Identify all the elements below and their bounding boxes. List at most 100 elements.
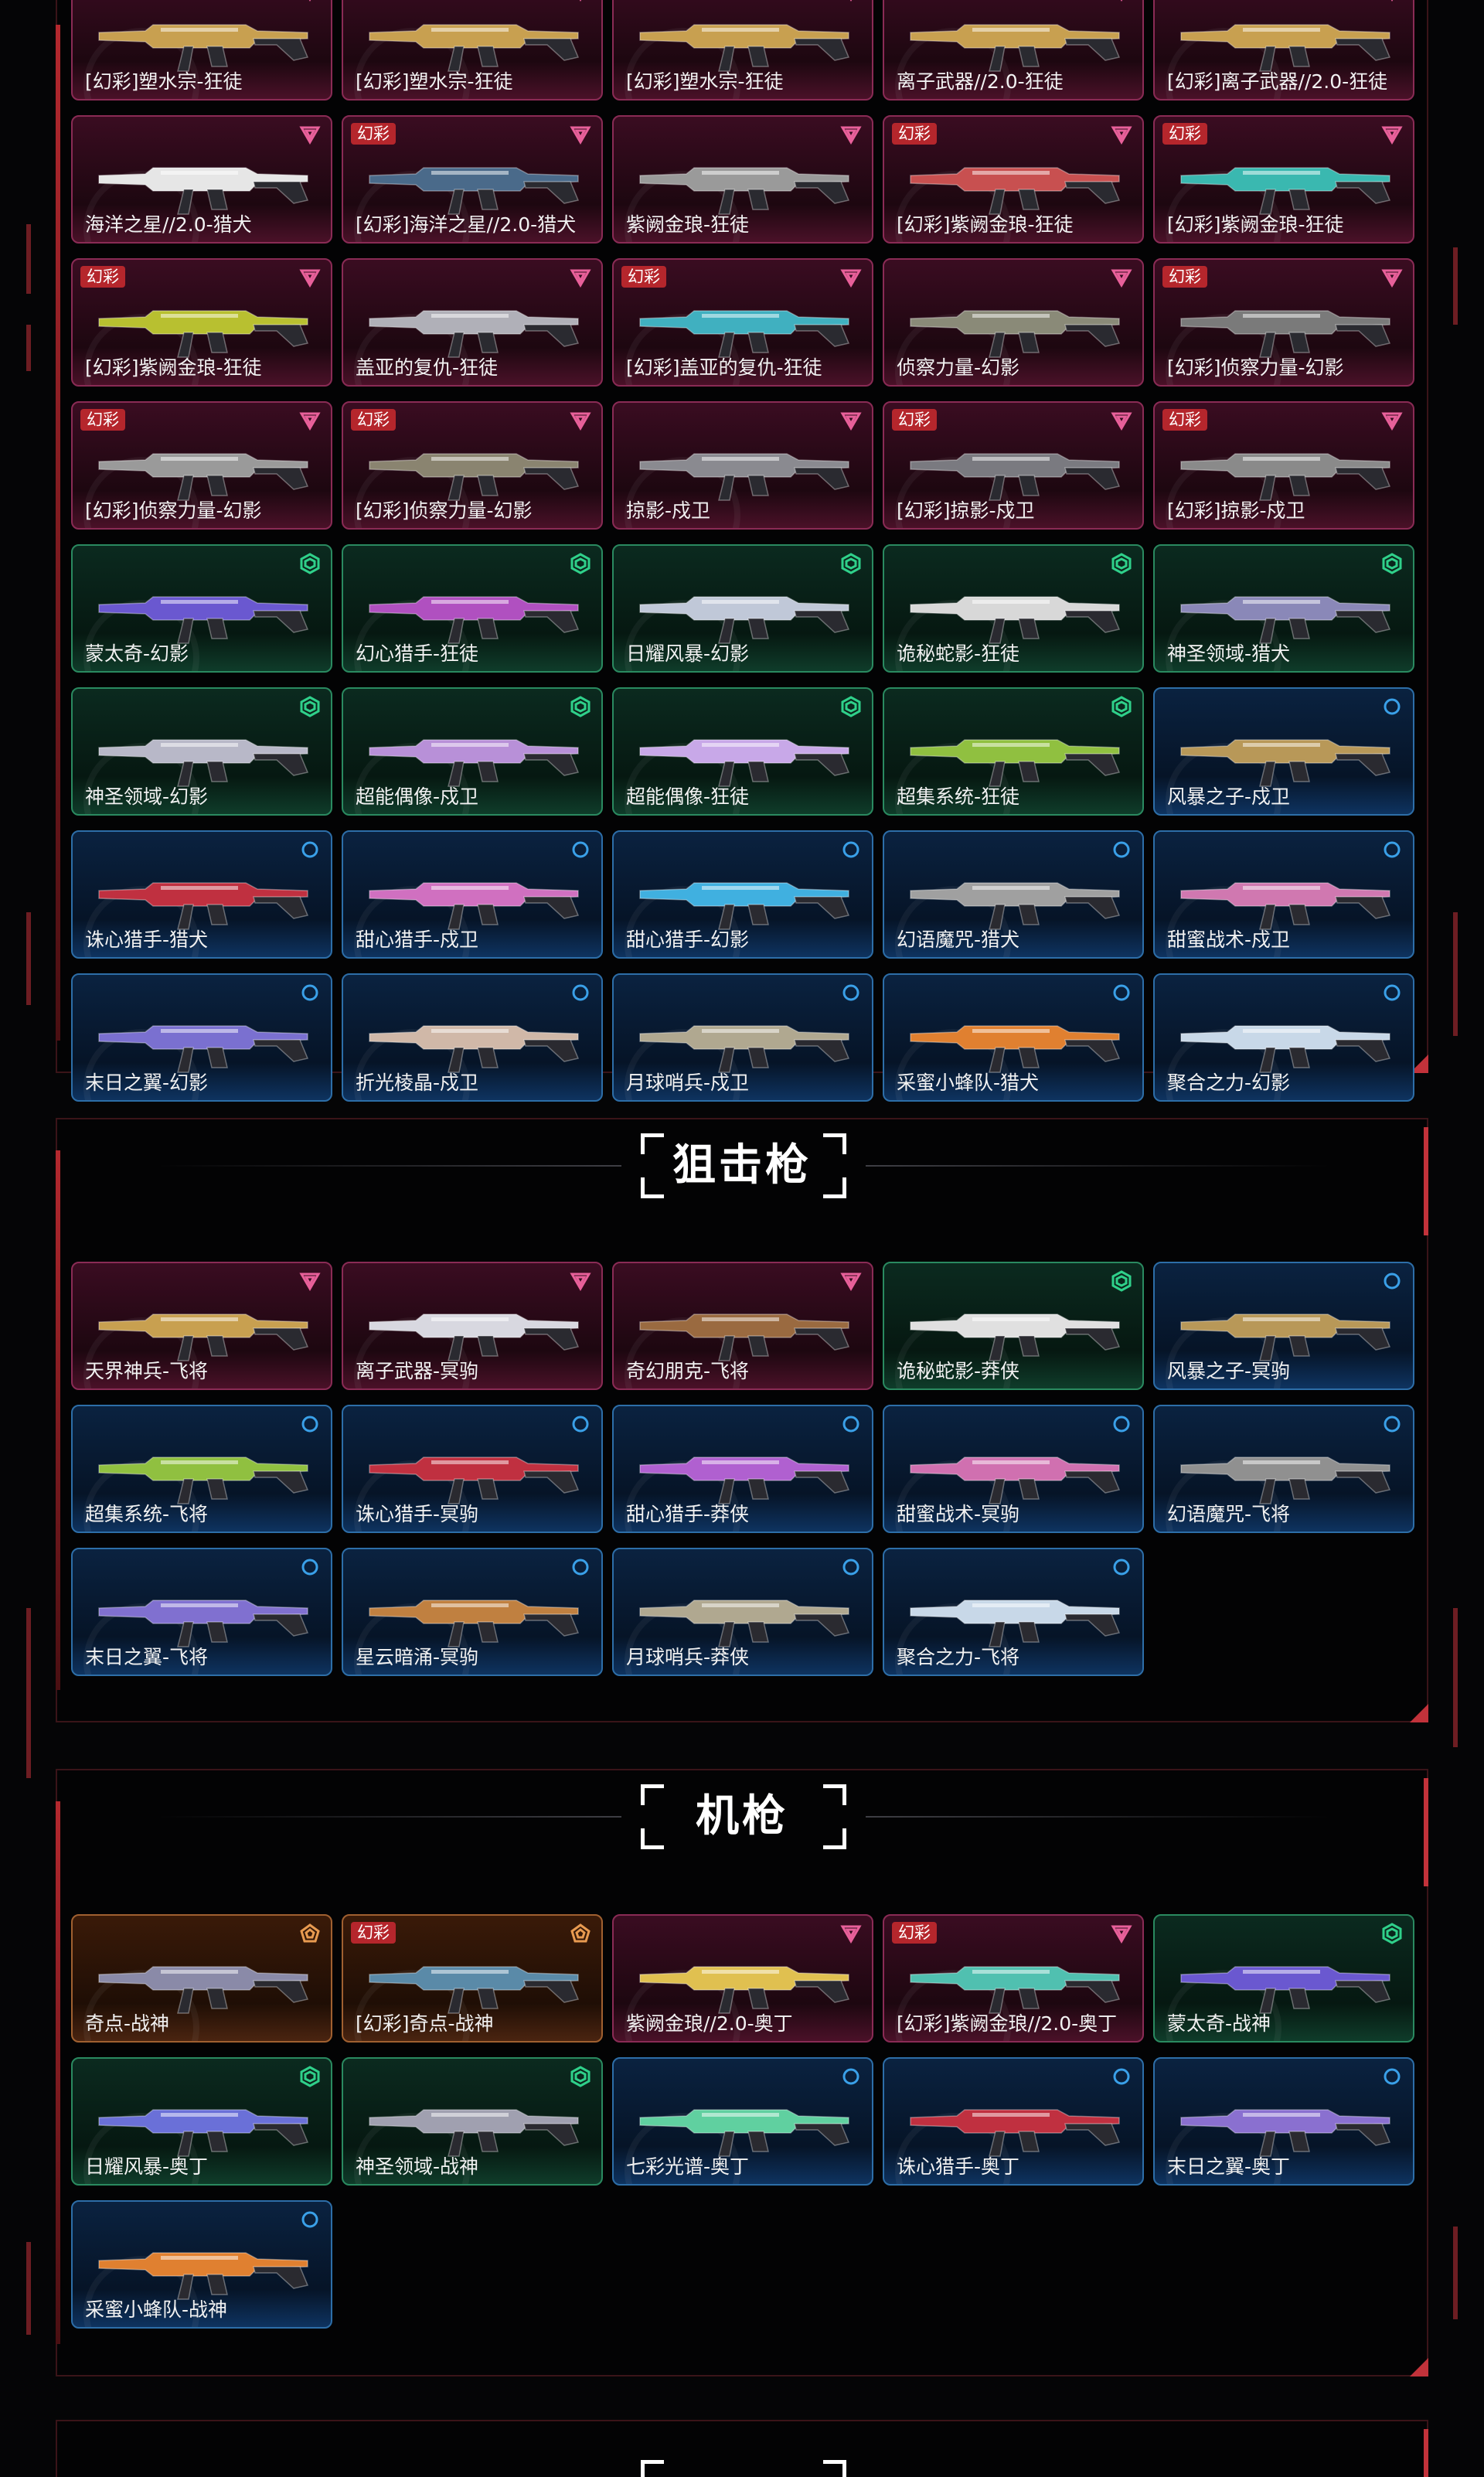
skin-card[interactable]: 幻彩[幻彩]奇点-战神 xyxy=(342,1914,603,2043)
skin-card[interactable]: [幻彩]离子武器//2.0-狂徒 xyxy=(1153,0,1414,101)
skin-card[interactable]: [幻彩]塑水宗-狂徒 xyxy=(342,0,603,101)
skin-card[interactable]: 七彩光谱-奥丁 xyxy=(612,2057,873,2186)
skin-card[interactable]: 甜蜜战术-冥驹 xyxy=(883,1405,1144,1533)
skin-name: 蒙太奇-战神 xyxy=(1167,2012,1271,2035)
skin-card[interactable]: 离子武器-冥驹 xyxy=(342,1262,603,1390)
skin-card[interactable]: 神圣领域-猎犬 xyxy=(1153,544,1414,673)
skin-card[interactable]: 蒙太奇-幻影 xyxy=(71,544,332,673)
weapon-skin-image xyxy=(1180,1025,1391,1073)
hexagon-icon xyxy=(300,553,320,574)
skin-card[interactable]: 超集系统-飞将 xyxy=(71,1405,332,1533)
skin-card[interactable]: 掠影-戍卫 xyxy=(612,401,873,530)
skin-card[interactable]: 离子武器//2.0-狂徒 xyxy=(883,0,1144,101)
skin-card[interactable]: 幻语魔咒-飞将 xyxy=(1153,1405,1414,1533)
skin-card[interactable]: [幻彩]塑水宗-狂徒 xyxy=(71,0,332,101)
skin-card[interactable]: 紫阙金琅//2.0-奥丁 xyxy=(612,1914,873,2043)
skin-card[interactable]: 幻彩[幻彩]盖亚的复仇-狂徒 xyxy=(612,258,873,387)
triangle-icon xyxy=(840,412,862,431)
weapon-skin-image xyxy=(910,1025,1121,1073)
skin-name: 天界神兵-飞将 xyxy=(85,1360,209,1382)
skin-name: 幻语魔咒-飞将 xyxy=(1167,1503,1291,1525)
skin-card[interactable]: 超集系统-狂徒 xyxy=(883,687,1144,816)
skin-card[interactable]: 超能偶像-狂徒 xyxy=(612,687,873,816)
skin-card[interactable]: 聚合之力-幻影 xyxy=(1153,973,1414,1102)
skin-card[interactable]: 末日之翼-奥丁 xyxy=(1153,2057,1414,2186)
skin-card[interactable]: 奇点-战神 xyxy=(71,1914,332,2043)
skin-card[interactable]: 神圣领域-幻影 xyxy=(71,687,332,816)
skin-card[interactable]: 幻彩[幻彩]侦察力量-幻影 xyxy=(71,401,332,530)
triangle-icon xyxy=(1381,412,1403,431)
skin-card[interactable]: 盖亚的复仇-狂徒 xyxy=(342,258,603,387)
skin-card[interactable]: 紫阙金琅-狂徒 xyxy=(612,115,873,244)
skin-name: 聚合之力-飞将 xyxy=(897,1646,1020,1668)
skin-card[interactable]: 月球哨兵-莽侠 xyxy=(612,1548,873,1676)
skin-name: [幻彩]紫阙金琅-狂徒 xyxy=(85,356,262,379)
skin-card[interactable]: 幻语魔咒-猎犬 xyxy=(883,830,1144,959)
skin-card[interactable]: 诛心猎手-冥驹 xyxy=(342,1405,603,1533)
skin-card[interactable]: 奇幻朋克-飞将 xyxy=(612,1262,873,1390)
skin-card[interactable]: 幻彩[幻彩]侦察力量-幻影 xyxy=(1153,258,1414,387)
skin-card[interactable]: 神圣领域-战神 xyxy=(342,2057,603,2186)
weapon-skin-image xyxy=(639,453,850,501)
circle-icon xyxy=(572,1559,589,1576)
skin-name: [幻彩]离子武器//2.0-狂徒 xyxy=(1167,70,1388,93)
skin-card[interactable]: 侦察力量-幻影 xyxy=(883,258,1144,387)
chroma-badge: 幻彩 xyxy=(80,409,125,431)
skin-card[interactable]: 星云暗涌-冥驹 xyxy=(342,1548,603,1676)
skin-card[interactable]: 风暴之子-戍卫 xyxy=(1153,687,1414,816)
skin-card[interactable]: 诡秘蛇影-狂徒 xyxy=(883,544,1144,673)
skin-card[interactable]: 幻彩[幻彩]紫阙金琅//2.0-奥丁 xyxy=(883,1914,1144,2043)
triangle-icon xyxy=(1381,269,1403,288)
chroma-badge: 幻彩 xyxy=(1162,266,1207,288)
skin-card[interactable]: 甜心猎手-幻影 xyxy=(612,830,873,959)
skin-card[interactable]: 幻彩[幻彩]掠影-戍卫 xyxy=(1153,401,1414,530)
skin-name: 诛心猎手-冥驹 xyxy=(356,1503,479,1525)
triangle-icon xyxy=(1111,1925,1132,1944)
skin-card[interactable]: 幻彩[幻彩]海洋之星//2.0-猎犬 xyxy=(342,115,603,244)
skin-card[interactable]: 幻彩[幻彩]侦察力量-幻影 xyxy=(342,401,603,530)
triangle-icon xyxy=(308,0,311,2)
skin-card[interactable]: 幻彩[幻彩]紫阙金琅-狂徒 xyxy=(883,115,1144,244)
skin-card[interactable]: 风暴之子-冥驹 xyxy=(1153,1262,1414,1390)
skin-card[interactable]: 幻彩[幻彩]紫阙金琅-狂徒 xyxy=(1153,115,1414,244)
skin-card[interactable]: 海洋之星//2.0-猎犬 xyxy=(71,115,332,244)
skin-card[interactable]: 聚合之力-飞将 xyxy=(883,1548,1144,1676)
weapon-skin-image xyxy=(98,1025,309,1073)
circle-icon xyxy=(301,1416,318,1433)
skin-name: 神圣领域-猎犬 xyxy=(1167,642,1291,665)
triangle-icon xyxy=(299,126,321,145)
skin-card[interactable]: 幻彩 [幻彩]紫阙金琅-狂徒 xyxy=(71,258,332,387)
chroma-badge: 幻彩 xyxy=(621,266,666,288)
skin-card[interactable]: 诛心猎手-猎犬 xyxy=(71,830,332,959)
skin-card[interactable]: 蒙太奇-战神 xyxy=(1153,1914,1414,2043)
skin-card[interactable]: 采蜜小蜂队-战神 xyxy=(71,2200,332,2329)
skin-card[interactable]: 折光棱晶-戍卫 xyxy=(342,973,603,1102)
skin-card[interactable]: 甜心猎手-莽侠 xyxy=(612,1405,873,1533)
skin-name: 诛心猎手-猎犬 xyxy=(85,928,209,951)
skin-card[interactable]: 月球哨兵-戍卫 xyxy=(612,973,873,1102)
weapon-skin-image xyxy=(639,1313,850,1361)
skin-card[interactable]: 超能偶像-戍卫 xyxy=(342,687,603,816)
weapon-skin-image xyxy=(98,2252,309,2300)
triangle-icon xyxy=(299,269,321,288)
skin-card[interactable]: 末日之翼-飞将 xyxy=(71,1548,332,1676)
weapon-skin-image xyxy=(639,167,850,215)
skin-card[interactable]: 诡秘蛇影-莽侠 xyxy=(883,1262,1144,1390)
skin-name: 甜心猎手-幻影 xyxy=(626,928,750,951)
skin-card[interactable]: 幻彩[幻彩]掠影-戍卫 xyxy=(883,401,1144,530)
weapon-skin-image xyxy=(639,24,850,72)
skin-card[interactable]: 甜心猎手-戍卫 xyxy=(342,830,603,959)
skin-card[interactable]: 诛心猎手-奥丁 xyxy=(883,2057,1144,2186)
skin-name: 离子武器//2.0-狂徒 xyxy=(897,70,1064,93)
skin-card[interactable]: 日耀风暴-幻影 xyxy=(612,544,873,673)
circle-icon xyxy=(301,841,318,858)
skin-card[interactable]: [幻彩]塑水宗-狂徒 xyxy=(612,0,873,101)
chroma-badge: 幻彩 xyxy=(80,266,125,288)
skin-card[interactable]: 甜蜜战术-戍卫 xyxy=(1153,830,1414,959)
chroma-badge: 幻彩 xyxy=(892,409,937,431)
skin-card[interactable]: 天界神兵-飞将 xyxy=(71,1262,332,1390)
skin-card[interactable]: 采蜜小蜂队-猎犬 xyxy=(883,973,1144,1102)
skin-card[interactable]: 日耀风暴-奥丁 xyxy=(71,2057,332,2186)
skin-card[interactable]: 幻心猎手-狂徒 xyxy=(342,544,603,673)
skin-card[interactable]: 末日之翼-幻影 xyxy=(71,973,332,1102)
